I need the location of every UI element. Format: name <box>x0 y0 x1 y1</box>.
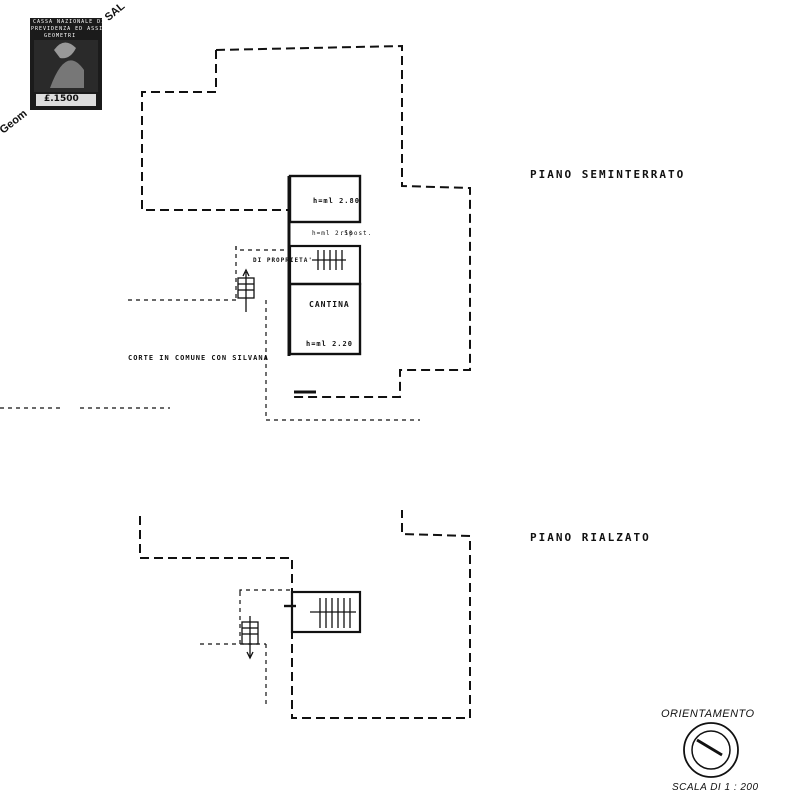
revenue-stamp <box>30 18 102 110</box>
courtyard-lines <box>0 246 420 421</box>
cantina-label: CANTINA <box>309 300 350 309</box>
raised-external-stair <box>241 616 259 660</box>
raised-stair-room <box>290 590 362 634</box>
height-bottom-label: h=ml 2.20 <box>306 340 353 348</box>
raised-stairs <box>284 598 356 628</box>
semi-floor-title: PIANO SEMINTERRATO <box>530 168 686 181</box>
semi-outer-boundary-left <box>141 50 289 211</box>
stamp-line-1: CASSA NAZIONALE DI <box>33 19 106 25</box>
semi-external-stair <box>237 268 255 312</box>
height-mid-label: h=ml 2.50 <box>312 230 354 237</box>
stamp-line-3: GEOMETRI <box>44 33 77 39</box>
semi-stairs <box>312 250 346 270</box>
raised-floor-title: PIANO RIALZATO <box>530 531 651 544</box>
orientation-label: ORIENTAMENTO <box>661 708 755 720</box>
stamp-line-2: PREVIDENZA ED ASSISTENZA <box>31 26 128 32</box>
property-label: DI PROPRIETA' <box>253 257 313 264</box>
orientation-rose <box>683 722 739 778</box>
raised-courtyard-lines <box>200 589 292 706</box>
courtyard-label: CORTE IN COMUNE CON SILVANA <box>128 354 269 362</box>
scale-label: SCALA DI 1 : 200 <box>672 782 759 793</box>
room-stair <box>288 244 362 286</box>
note-mid-label: ripost. <box>340 230 373 237</box>
height-top-label: h=ml 2.80 <box>313 197 360 205</box>
stamp-value: £.1500 <box>44 94 79 104</box>
raised-outer-boundary <box>139 510 471 719</box>
